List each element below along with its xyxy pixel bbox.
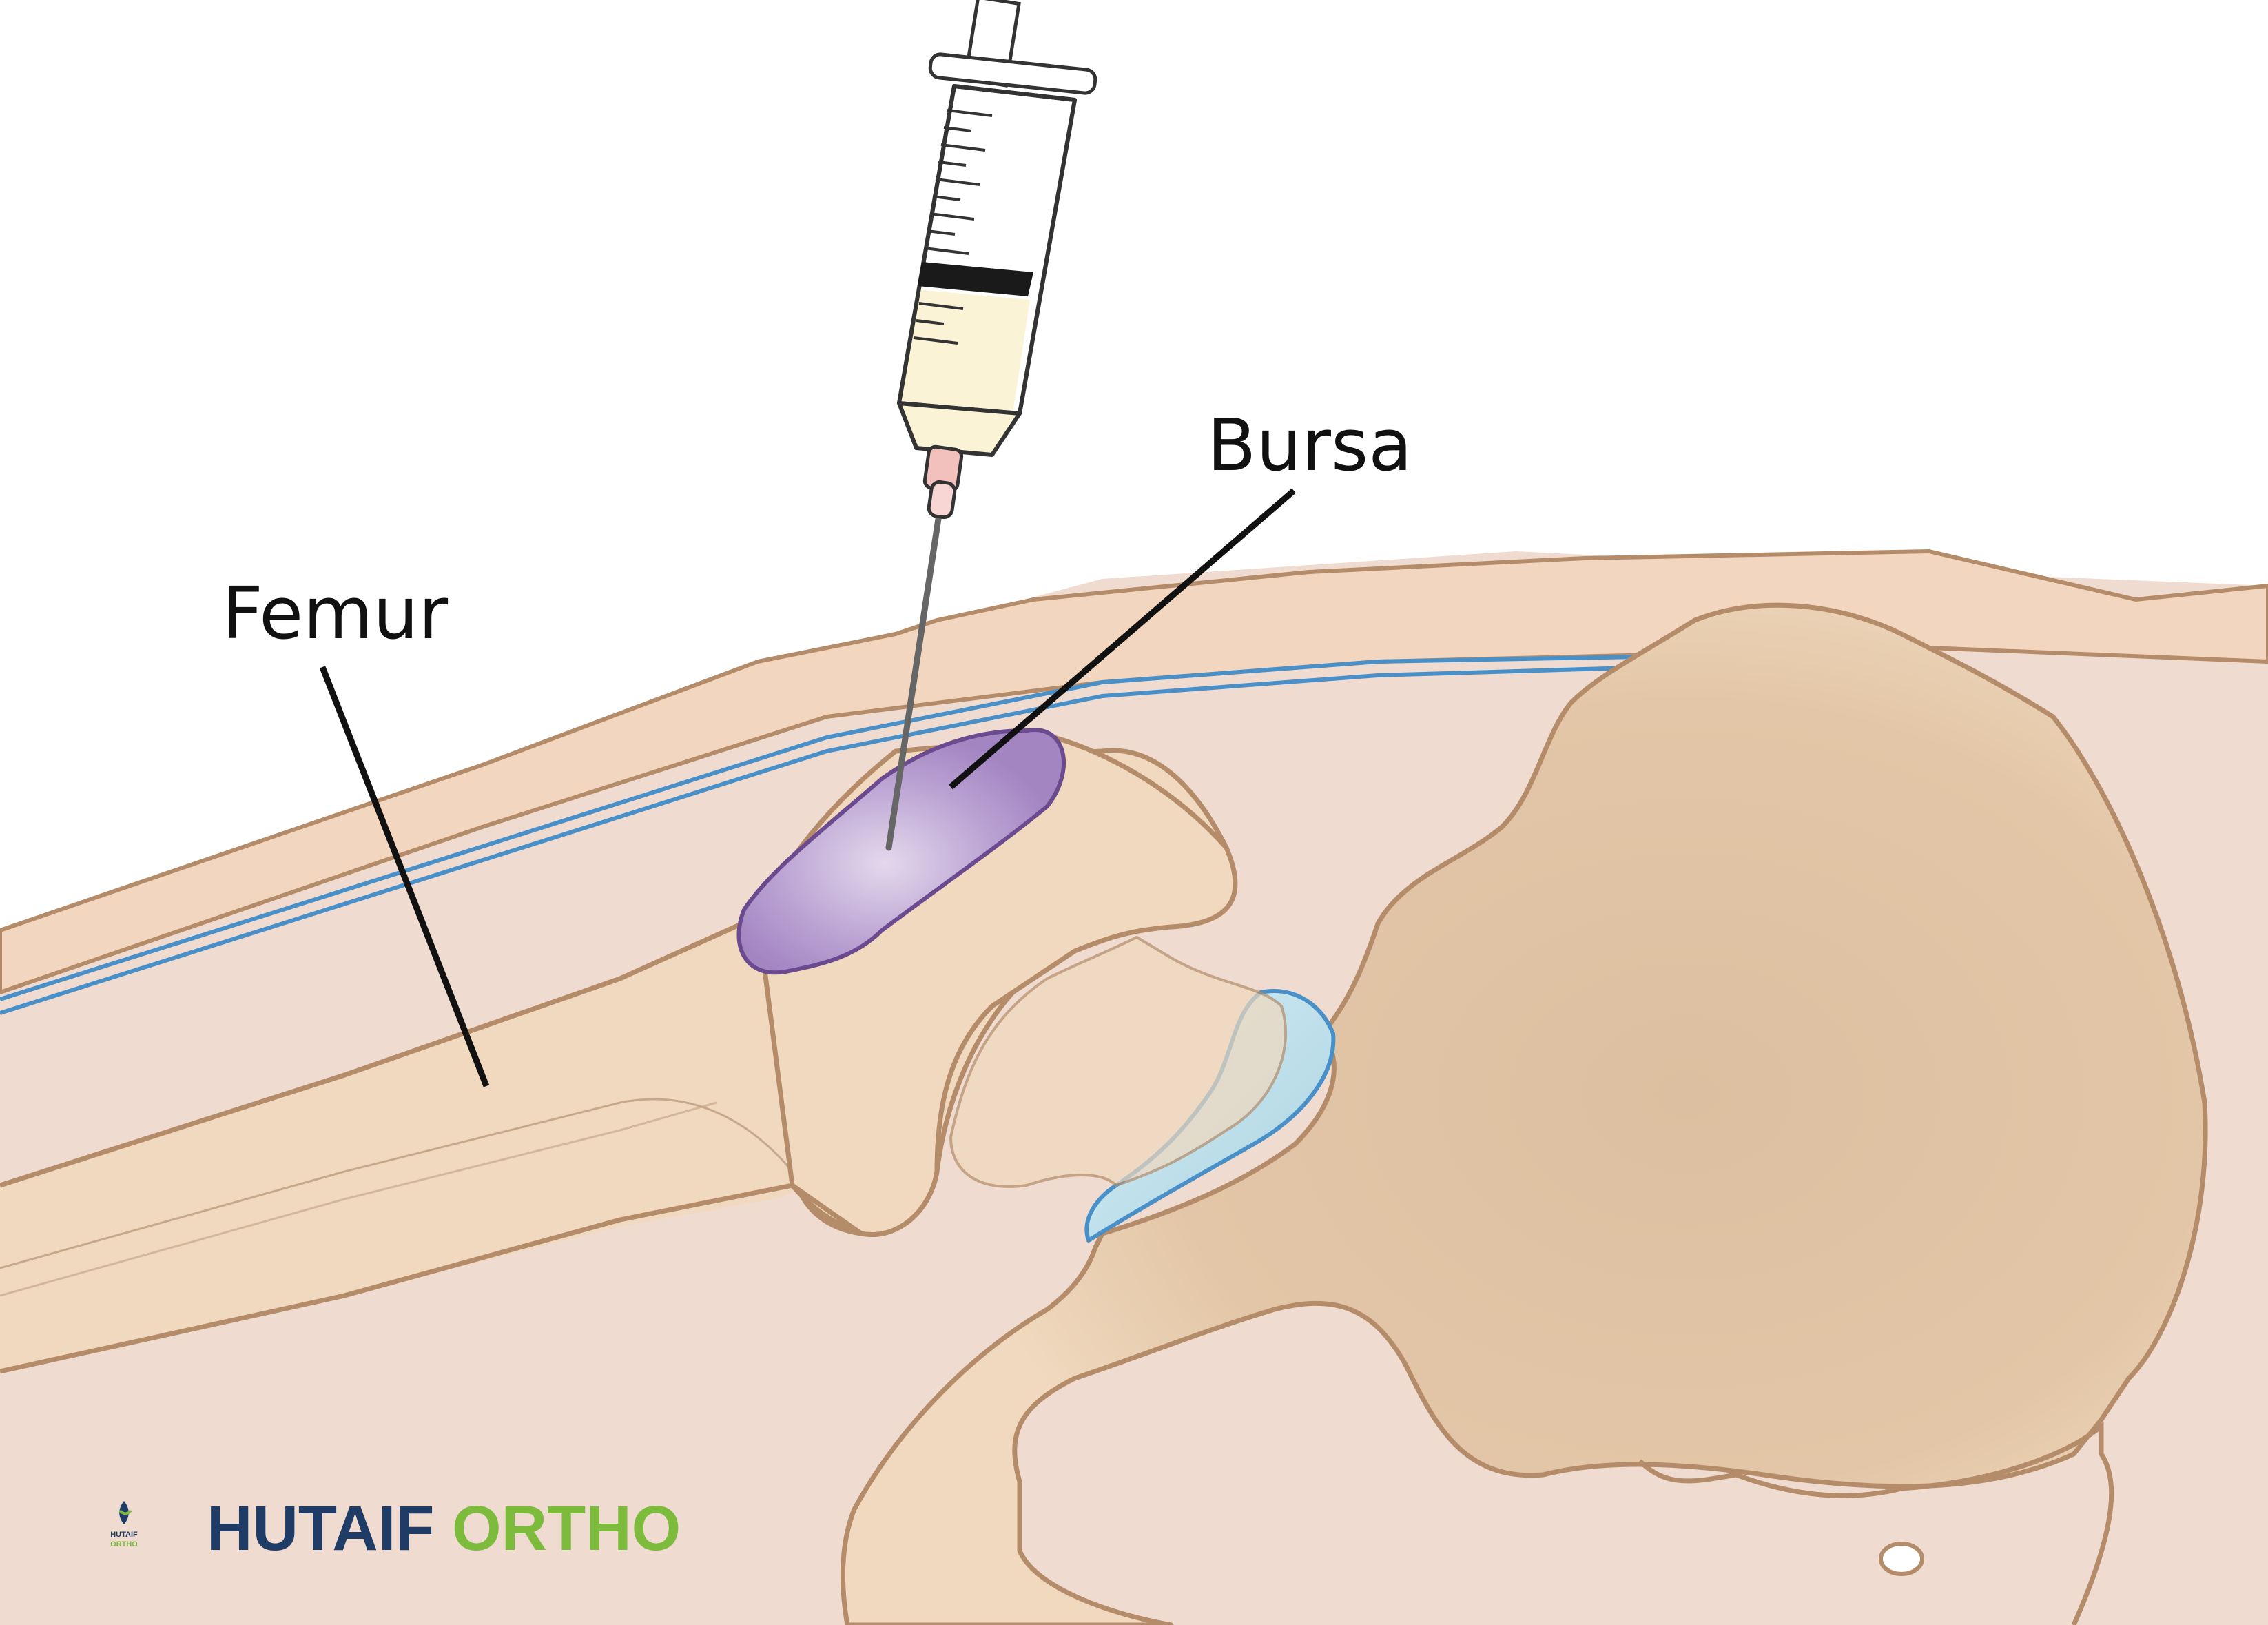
brand-logo-word-2: ORTHO [110,1540,138,1549]
brand-logo-word-1: HUTAIF [110,1531,138,1539]
pelvis-bone [840,602,2208,1625]
syringe-stopper [918,262,1033,296]
syringe-fluid [899,289,1030,413]
femur-label: Femur [222,571,449,655]
syringe-graduations [913,109,993,345]
brand-logo-mark [118,1501,132,1524]
pelvis-lower-rim [1638,1421,2114,1625]
brand-wordmark: HUTAIF ORTHO [207,1497,681,1560]
fascia-line-outer [0,653,1751,1001]
femur-shaft [0,917,798,1371]
femur-medullary-line-2 [0,1101,717,1297]
femur-shaft-top-edge [0,914,759,1188]
bursa-label: Bursa [1207,403,1412,487]
syringe-icon [897,0,1097,520]
femur-pointer-line [319,666,490,1087]
femoral-head-outline [949,936,1288,1188]
syringe-flange [928,52,1097,95]
bursa-pointer-line [949,488,1296,790]
skin-layer [0,549,2268,994]
brand-name-part2: ORTHO [452,1493,681,1564]
trochanteric-bursa [736,728,1066,975]
brand-name-part1: HUTAIF [207,1493,435,1564]
fascia-line-inner [0,663,1723,1015]
pelvis-foramen [1879,1542,1924,1576]
needle-hub-tip [927,480,957,520]
syringe-tip [897,401,1022,457]
syringe-needle [885,479,947,851]
brand-logo-icon: HUTAIF ORTHO [103,1497,145,1553]
